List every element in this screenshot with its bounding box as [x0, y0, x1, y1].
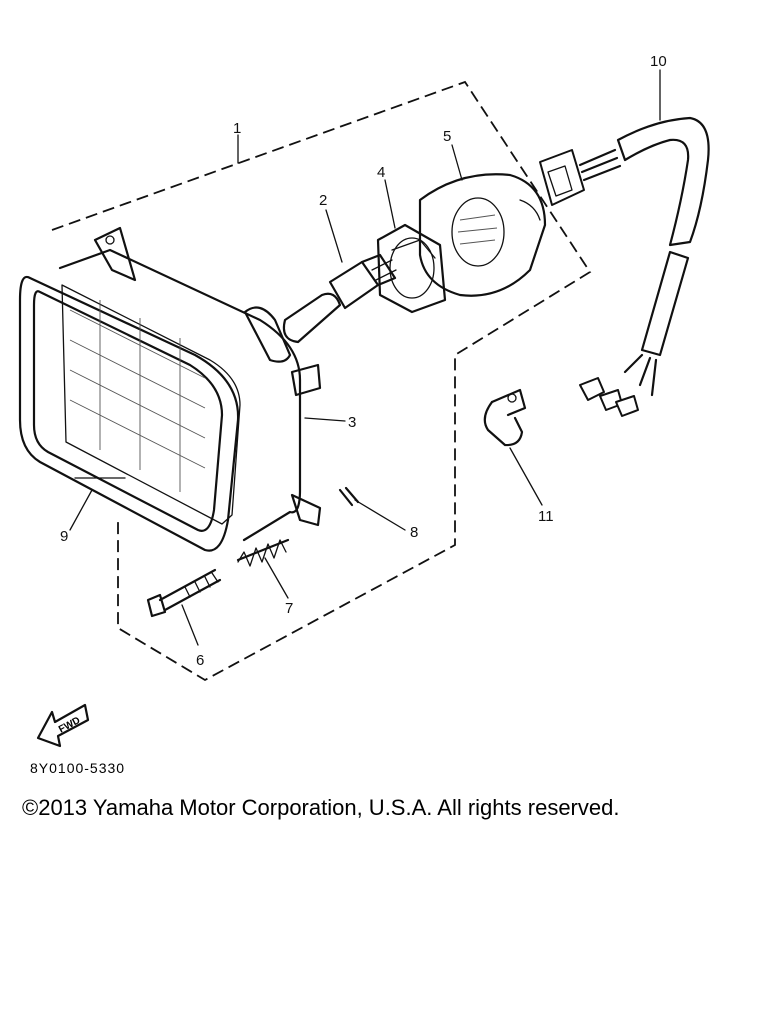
wire-clamp: [483, 388, 527, 447]
headlight-unit: [58, 226, 322, 542]
callout-4: 4: [377, 164, 385, 181]
leader-11: [509, 447, 543, 506]
leader-3: [304, 417, 346, 422]
rubber-cover: [418, 173, 547, 297]
fwd-arrow-icon: FWD: [36, 703, 90, 748]
headlight-exploded-diagram: 1 2 3 4 5 6 7 8 9 10 11 FWD: [18, 53, 710, 748]
headlight-bulb: [282, 253, 397, 344]
leader-6: [181, 604, 199, 646]
leader-4: [384, 179, 396, 229]
callout-3: 3: [348, 414, 356, 431]
adjusting-spring: [236, 538, 290, 567]
assembly-boundary: [51, 80, 592, 682]
leader-7: [264, 557, 289, 599]
callout-10: 10: [650, 53, 667, 70]
wiring-harness: [539, 116, 710, 417]
callout-2: 2: [319, 192, 327, 209]
leader-2: [325, 209, 343, 263]
leader-9: [69, 489, 93, 531]
callout-6: 6: [196, 652, 204, 669]
callout-9: 9: [60, 528, 68, 545]
pin: [338, 486, 360, 507]
callout-11: 11: [538, 508, 554, 525]
leader-5: [451, 144, 463, 181]
headlight-rim: [18, 275, 240, 552]
callout-5: 5: [443, 128, 451, 145]
callout-7: 7: [285, 600, 293, 617]
callout-1: 1: [233, 120, 241, 137]
leader-8: [354, 499, 406, 531]
diagram-part-code: 8Y0100-5330: [30, 760, 126, 776]
callout-8: 8: [410, 524, 418, 541]
copyright-notice: ©2013 Yamaha Motor Corporation, U.S.A. A…: [22, 795, 620, 820]
adjusting-screw: [146, 568, 222, 618]
